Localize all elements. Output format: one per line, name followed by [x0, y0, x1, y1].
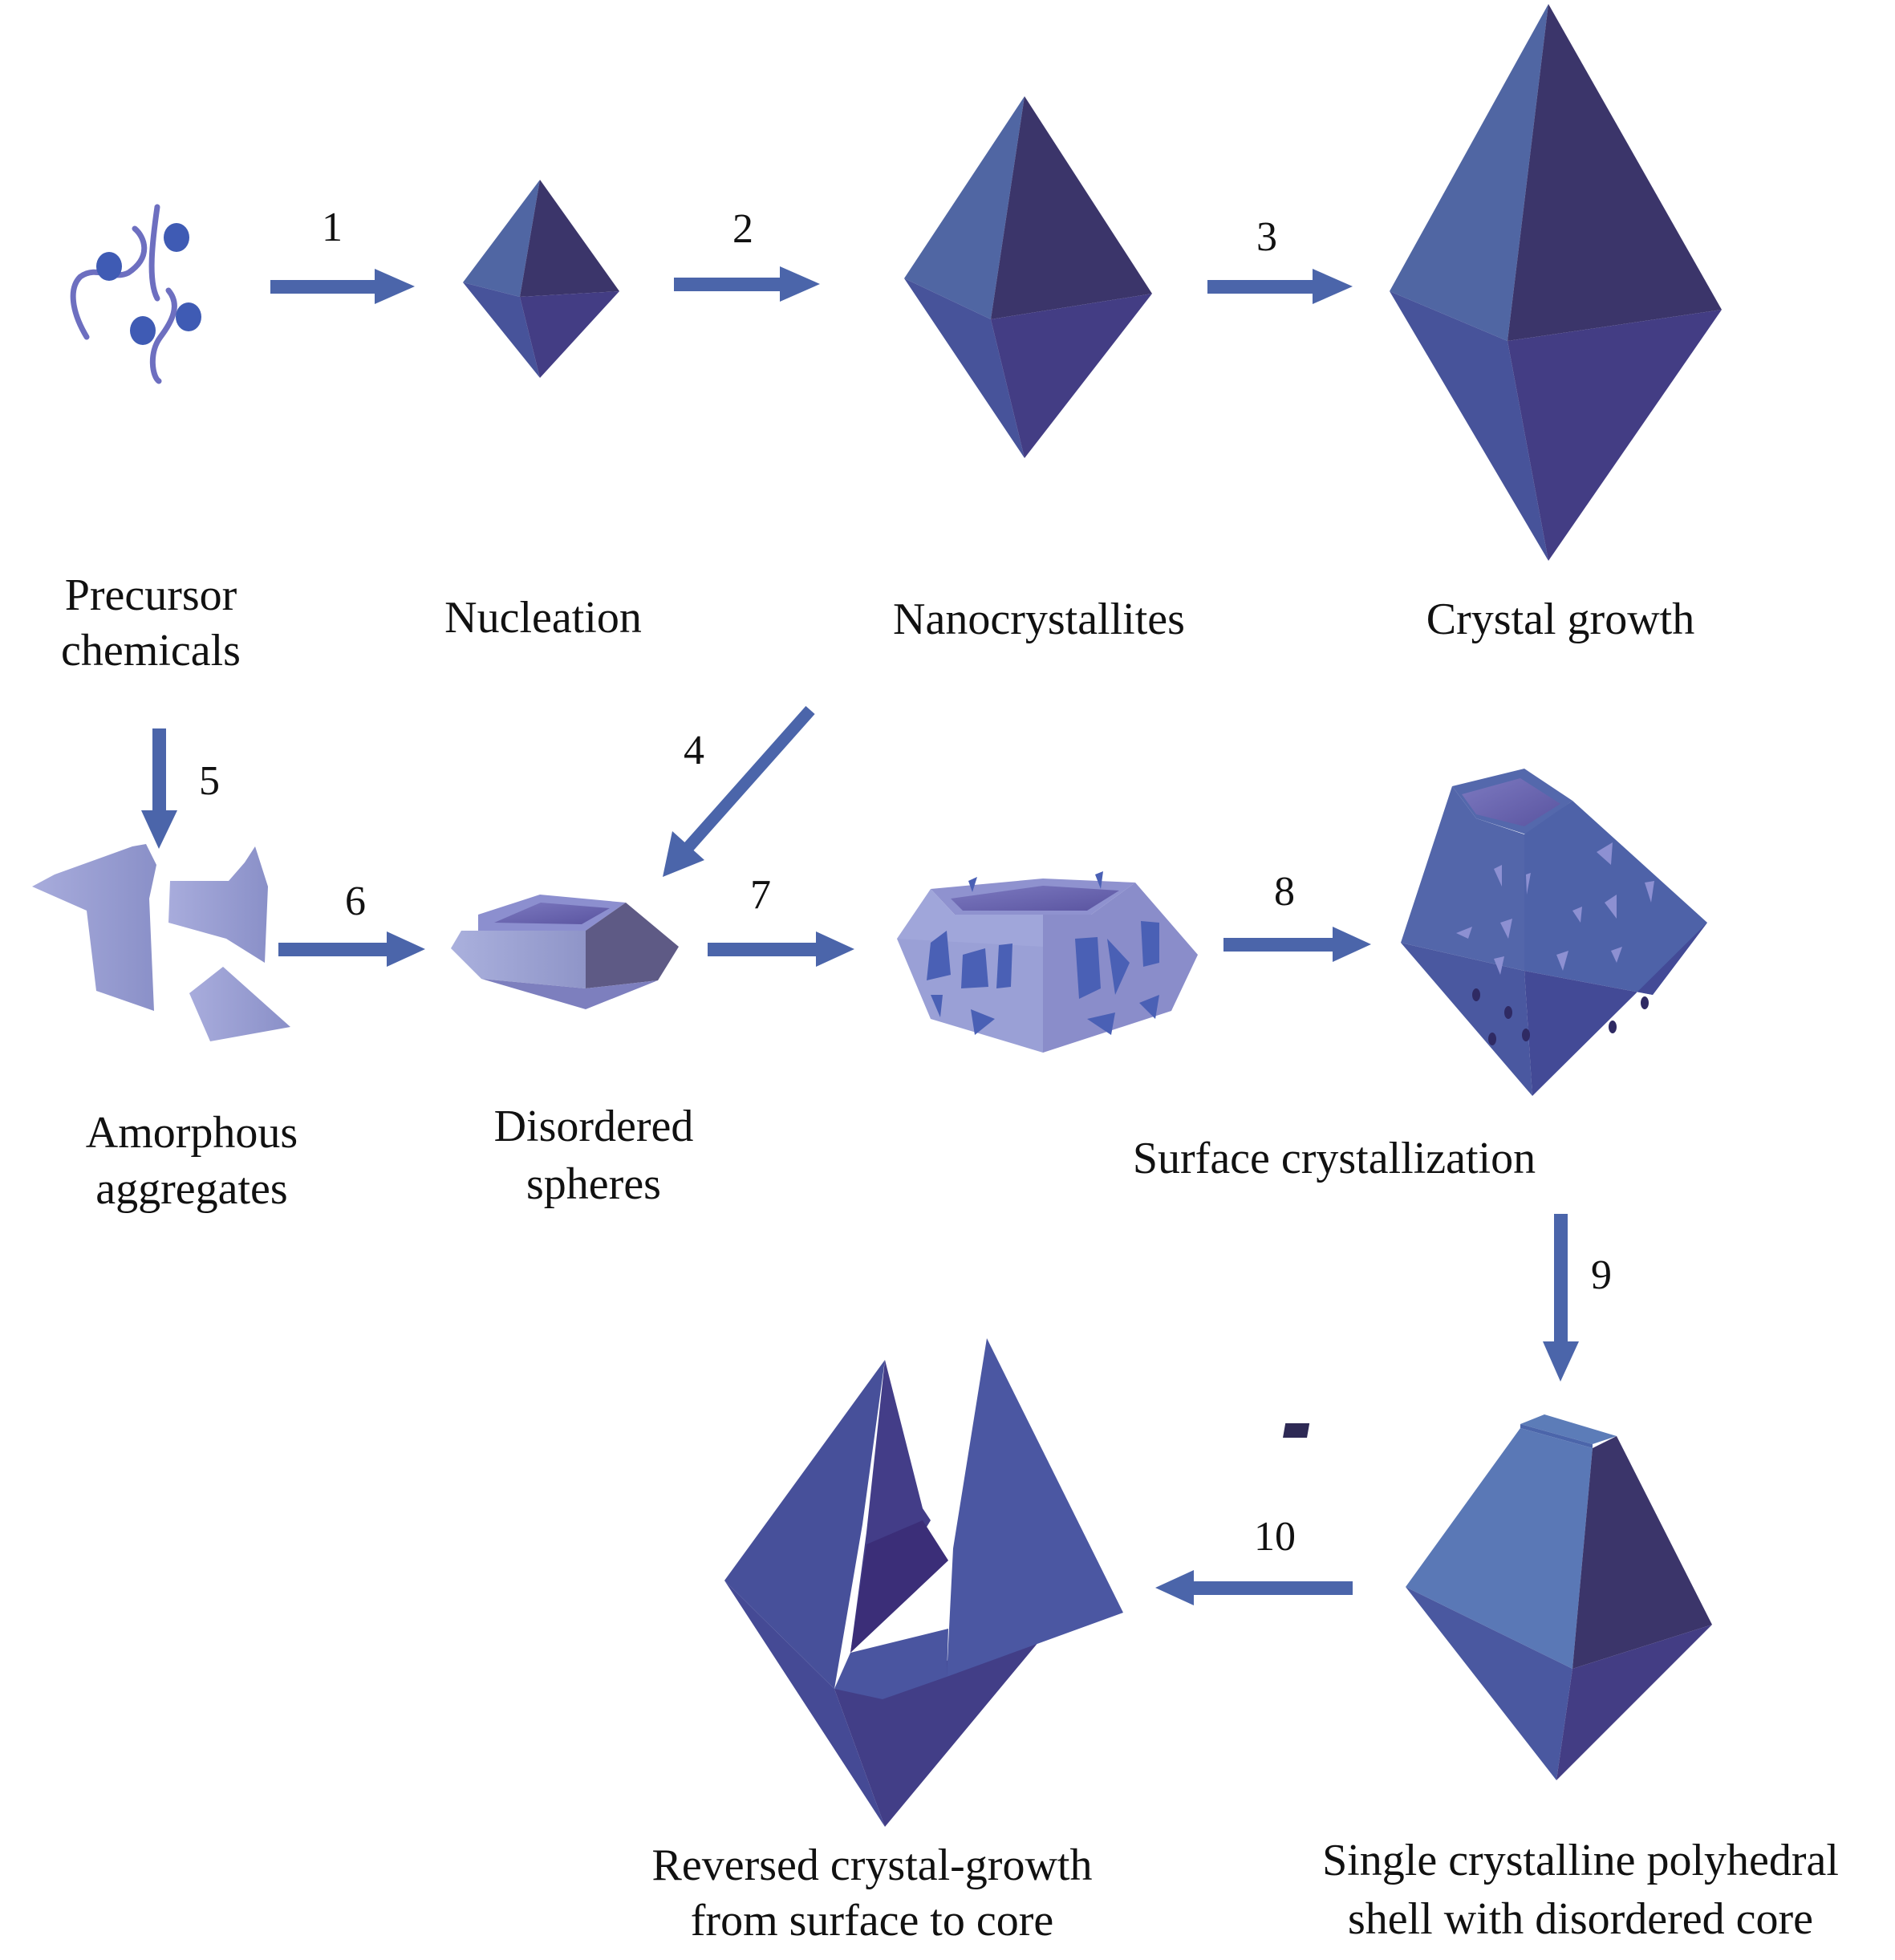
label-amorphous-line1: Amorphous — [86, 1108, 298, 1158]
label-disordered-line2: spheres — [526, 1159, 661, 1209]
arrow-step-10 — [1155, 1570, 1353, 1605]
arrow-step-2 — [674, 266, 820, 302]
step-number-2: 2 — [732, 206, 753, 252]
porous-intermediate-icon — [897, 871, 1198, 1053]
label-precursor-line1: Precursor — [65, 570, 237, 620]
label-shell-line2: shell with disordered core — [1348, 1894, 1813, 1944]
disordered-sphere-icon — [451, 895, 679, 1009]
step-number-3: 3 — [1256, 214, 1277, 260]
arrow-step-4 — [663, 706, 815, 877]
arrow-step-5 — [141, 728, 177, 849]
amorphous-aggregates-icon — [32, 844, 290, 1041]
step-number-8: 8 — [1274, 869, 1295, 915]
step-number-5: 5 — [199, 758, 220, 804]
surface-crystallized-icon — [1401, 769, 1707, 1096]
label-nanocrystallites: Nanocrystallites — [893, 594, 1185, 644]
label-surface-crystallization: Surface crystallization — [1133, 1134, 1536, 1183]
nanocrystallite-icon — [904, 96, 1152, 458]
step-number-10: 10 — [1254, 1514, 1296, 1560]
reversed-growth-crystal-icon — [724, 1338, 1123, 1827]
step-number-1: 1 — [322, 205, 343, 250]
arrow-step-1 — [270, 269, 415, 304]
arrow-step-6 — [278, 931, 425, 967]
label-reversed-line2: from surface to core — [691, 1896, 1053, 1946]
nucleation-crystal-icon — [463, 180, 619, 378]
label-reversed-line1: Reversed crystal-growth — [652, 1840, 1093, 1890]
label-disordered-line1: Disordered — [494, 1102, 694, 1151]
arrow-step-8 — [1223, 927, 1371, 962]
arrow-step-9 — [1543, 1214, 1579, 1382]
precursor-molecules-icon — [70, 204, 201, 384]
grown-crystal-icon — [1390, 4, 1722, 561]
label-nucleation: Nucleation — [444, 593, 642, 643]
label-shell-line1: Single crystalline polyhedral — [1322, 1836, 1839, 1885]
step-number-9: 9 — [1591, 1252, 1612, 1298]
step-number-6: 6 — [345, 879, 366, 924]
arrow-step-3 — [1207, 269, 1353, 304]
label-crystal-growth: Crystal growth — [1426, 594, 1694, 644]
label-amorphous-line2: aggregates — [95, 1164, 287, 1214]
step-number-4: 4 — [684, 728, 704, 773]
polyhedral-shell-icon — [1283, 1414, 1712, 1780]
step-number-7: 7 — [750, 872, 771, 918]
label-precursor-line2: chemicals — [61, 626, 241, 676]
arrow-step-7 — [708, 931, 854, 967]
